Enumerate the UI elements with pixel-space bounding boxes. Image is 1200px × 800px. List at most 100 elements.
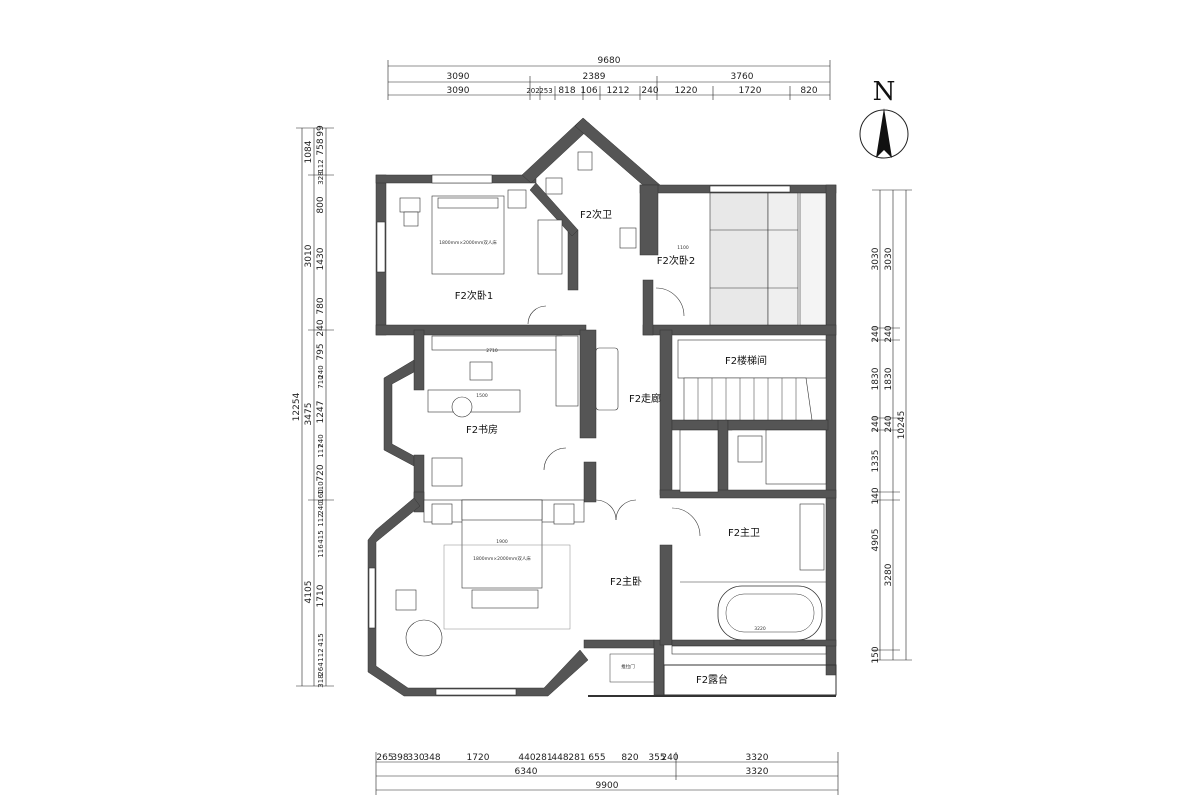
dim-right-r2-0: 3030 [884, 247, 894, 270]
dim-top-total: 9680 [598, 56, 621, 66]
dim-left-r2-7: 240 [316, 319, 326, 336]
basin-bath2 [619, 227, 637, 249]
room-stair: F2楼梯间 [725, 354, 767, 367]
north-arrow-icon [876, 108, 892, 158]
master-width: 1900 [496, 539, 508, 545]
dim-top-r2-3: 818 [558, 86, 575, 96]
bottom-dimensions: 265 398 330 348 1720 440 281 448 281 655… [375, 752, 839, 795]
wardrobe-2 [799, 192, 827, 326]
tv-cabinet [471, 589, 539, 609]
dim-bot-3: 348 [423, 753, 440, 763]
desk-1 [399, 197, 421, 213]
top-dimensions: 9680 3090 2389 3760 3090 202 253 818 106… [387, 56, 831, 100]
north-label: N [873, 77, 896, 107]
dim-bot-13: 3320 [746, 753, 769, 763]
dim-left-r2-18: 112 [317, 513, 325, 526]
dim-right-r2-4: 3280 [884, 563, 894, 586]
master-side-table [395, 589, 417, 611]
master-basin [799, 503, 825, 571]
bed-1-label: 1800mm×2000mm双人床 [439, 239, 497, 246]
bedside-right [553, 503, 575, 525]
windows [368, 174, 827, 696]
dim-left-r2-12: 240 [317, 434, 325, 447]
dim-bot-9: 655 [588, 753, 605, 763]
door-bedroom2 [655, 287, 685, 317]
study-chair [451, 396, 473, 418]
master-bed-label: 1800mm×2000mm双人床 [473, 555, 531, 562]
dim-left-r2-15: 110 [317, 481, 325, 494]
dim-left-r2-21: 1710 [316, 584, 326, 607]
dim-right-r1-1: 240 [871, 325, 881, 342]
dim-left-r1-0: 1084 [304, 140, 314, 163]
wardrobe-1 [537, 219, 563, 275]
dim-left-r2-6: 780 [316, 297, 326, 314]
dim-left-r2-16: 160 [317, 489, 325, 502]
dim-bot-6: 281 [535, 753, 552, 763]
master-toilet [737, 435, 763, 463]
dim-left-r2-14: 720 [316, 464, 326, 481]
dim-right-r1-2: 1830 [871, 367, 881, 390]
dim-left-r2-1: 758 [316, 138, 326, 155]
dim-right-r1-4: 1335 [871, 450, 881, 473]
dim-bot-4: 1720 [467, 753, 490, 763]
study-armchair [469, 361, 493, 381]
bedside-left [431, 503, 453, 525]
bath-width: 3220 [754, 626, 766, 632]
master-wardrobe [679, 429, 719, 493]
right-dimensions: 3030 240 1830 240 1335 140 4905 150 3030… [871, 189, 912, 664]
dim-bot-2: 330 [407, 753, 424, 763]
bedside-1 [507, 189, 527, 209]
dim-right-r1-5: 140 [871, 487, 881, 504]
dim-left-r1-3: 4105 [304, 581, 314, 604]
left-dimensions: 12254 1084 3010 3475 4105 99 758 112 328… [292, 125, 334, 688]
dim-top-r1-2: 3760 [731, 72, 754, 82]
dim-right-r2-1: 240 [884, 325, 894, 342]
dim-bot-8: 281 [568, 753, 585, 763]
dim-top-r1-1: 2389 [583, 72, 606, 82]
dim-left-r1-1: 3010 [304, 244, 314, 267]
bedroom2-furniture: F2次卧2 1100 [655, 192, 827, 326]
dim-top-r1-0: 3090 [447, 72, 470, 82]
toilet-bath2 [577, 151, 593, 171]
dim-left-r2-4: 800 [316, 196, 326, 213]
room-master-bed: F2主卧 [610, 575, 642, 588]
study-cabinet [431, 335, 563, 351]
dim-top-r2-9: 820 [800, 86, 817, 96]
dim-bot-5: 440 [518, 753, 535, 763]
dim-top-r2-2: 253 [539, 87, 552, 95]
dim-right-r1-0: 3030 [871, 247, 881, 270]
room-master-bath: F2主卫 [728, 527, 760, 539]
bedroom1-furniture: 1800mm×2000mm双人床 F2次卧1 [399, 189, 563, 325]
dim-left-r2-23: 112 [317, 648, 325, 661]
dim-bot-7: 448 [551, 753, 568, 763]
dim-left-r2-11: 1247 [316, 401, 326, 424]
stair: F2楼梯间 [677, 339, 827, 421]
bath2-furniture: F2次卫 [545, 151, 637, 249]
dim-right-r2-3: 240 [884, 415, 894, 432]
dim-left-r2-9: 240 [317, 365, 325, 378]
dim-left-r2-19: 415 [317, 530, 325, 543]
bed-1 [431, 195, 505, 275]
terrace-door-label: 推拉门 [621, 663, 635, 670]
room-bath2: F2次卫 [580, 208, 612, 221]
study-w2: 1500 [476, 393, 488, 399]
dim-left-total: 12254 [292, 392, 302, 421]
dim-left-r2-2: 112 [317, 159, 325, 172]
dim-bot-total: 9900 [596, 781, 619, 791]
door-bedroom1 [527, 305, 547, 325]
terrace: 推拉门 F2露台 [609, 653, 728, 686]
dim-bot-10: 820 [621, 753, 638, 763]
dim-bot-12: 240 [661, 753, 678, 763]
corridor-bench [595, 347, 619, 411]
study-desk [427, 389, 521, 413]
study-chaise [431, 457, 463, 487]
room-bedroom1: F2次卧1 [455, 289, 493, 302]
dim-right-total: 10245 [897, 411, 907, 440]
study-furniture: 2710 1500 F2书房 [427, 335, 579, 487]
dim-top-r2-0: 3090 [447, 86, 470, 96]
master-bath-furniture: F2主卫 3220 [671, 429, 827, 641]
dim-left-r2-25: 318 [317, 674, 325, 687]
dim-top-r2-4: 106 [580, 86, 597, 96]
study-wardrobe [555, 335, 579, 407]
dim-left-r2-8: 795 [316, 343, 326, 360]
